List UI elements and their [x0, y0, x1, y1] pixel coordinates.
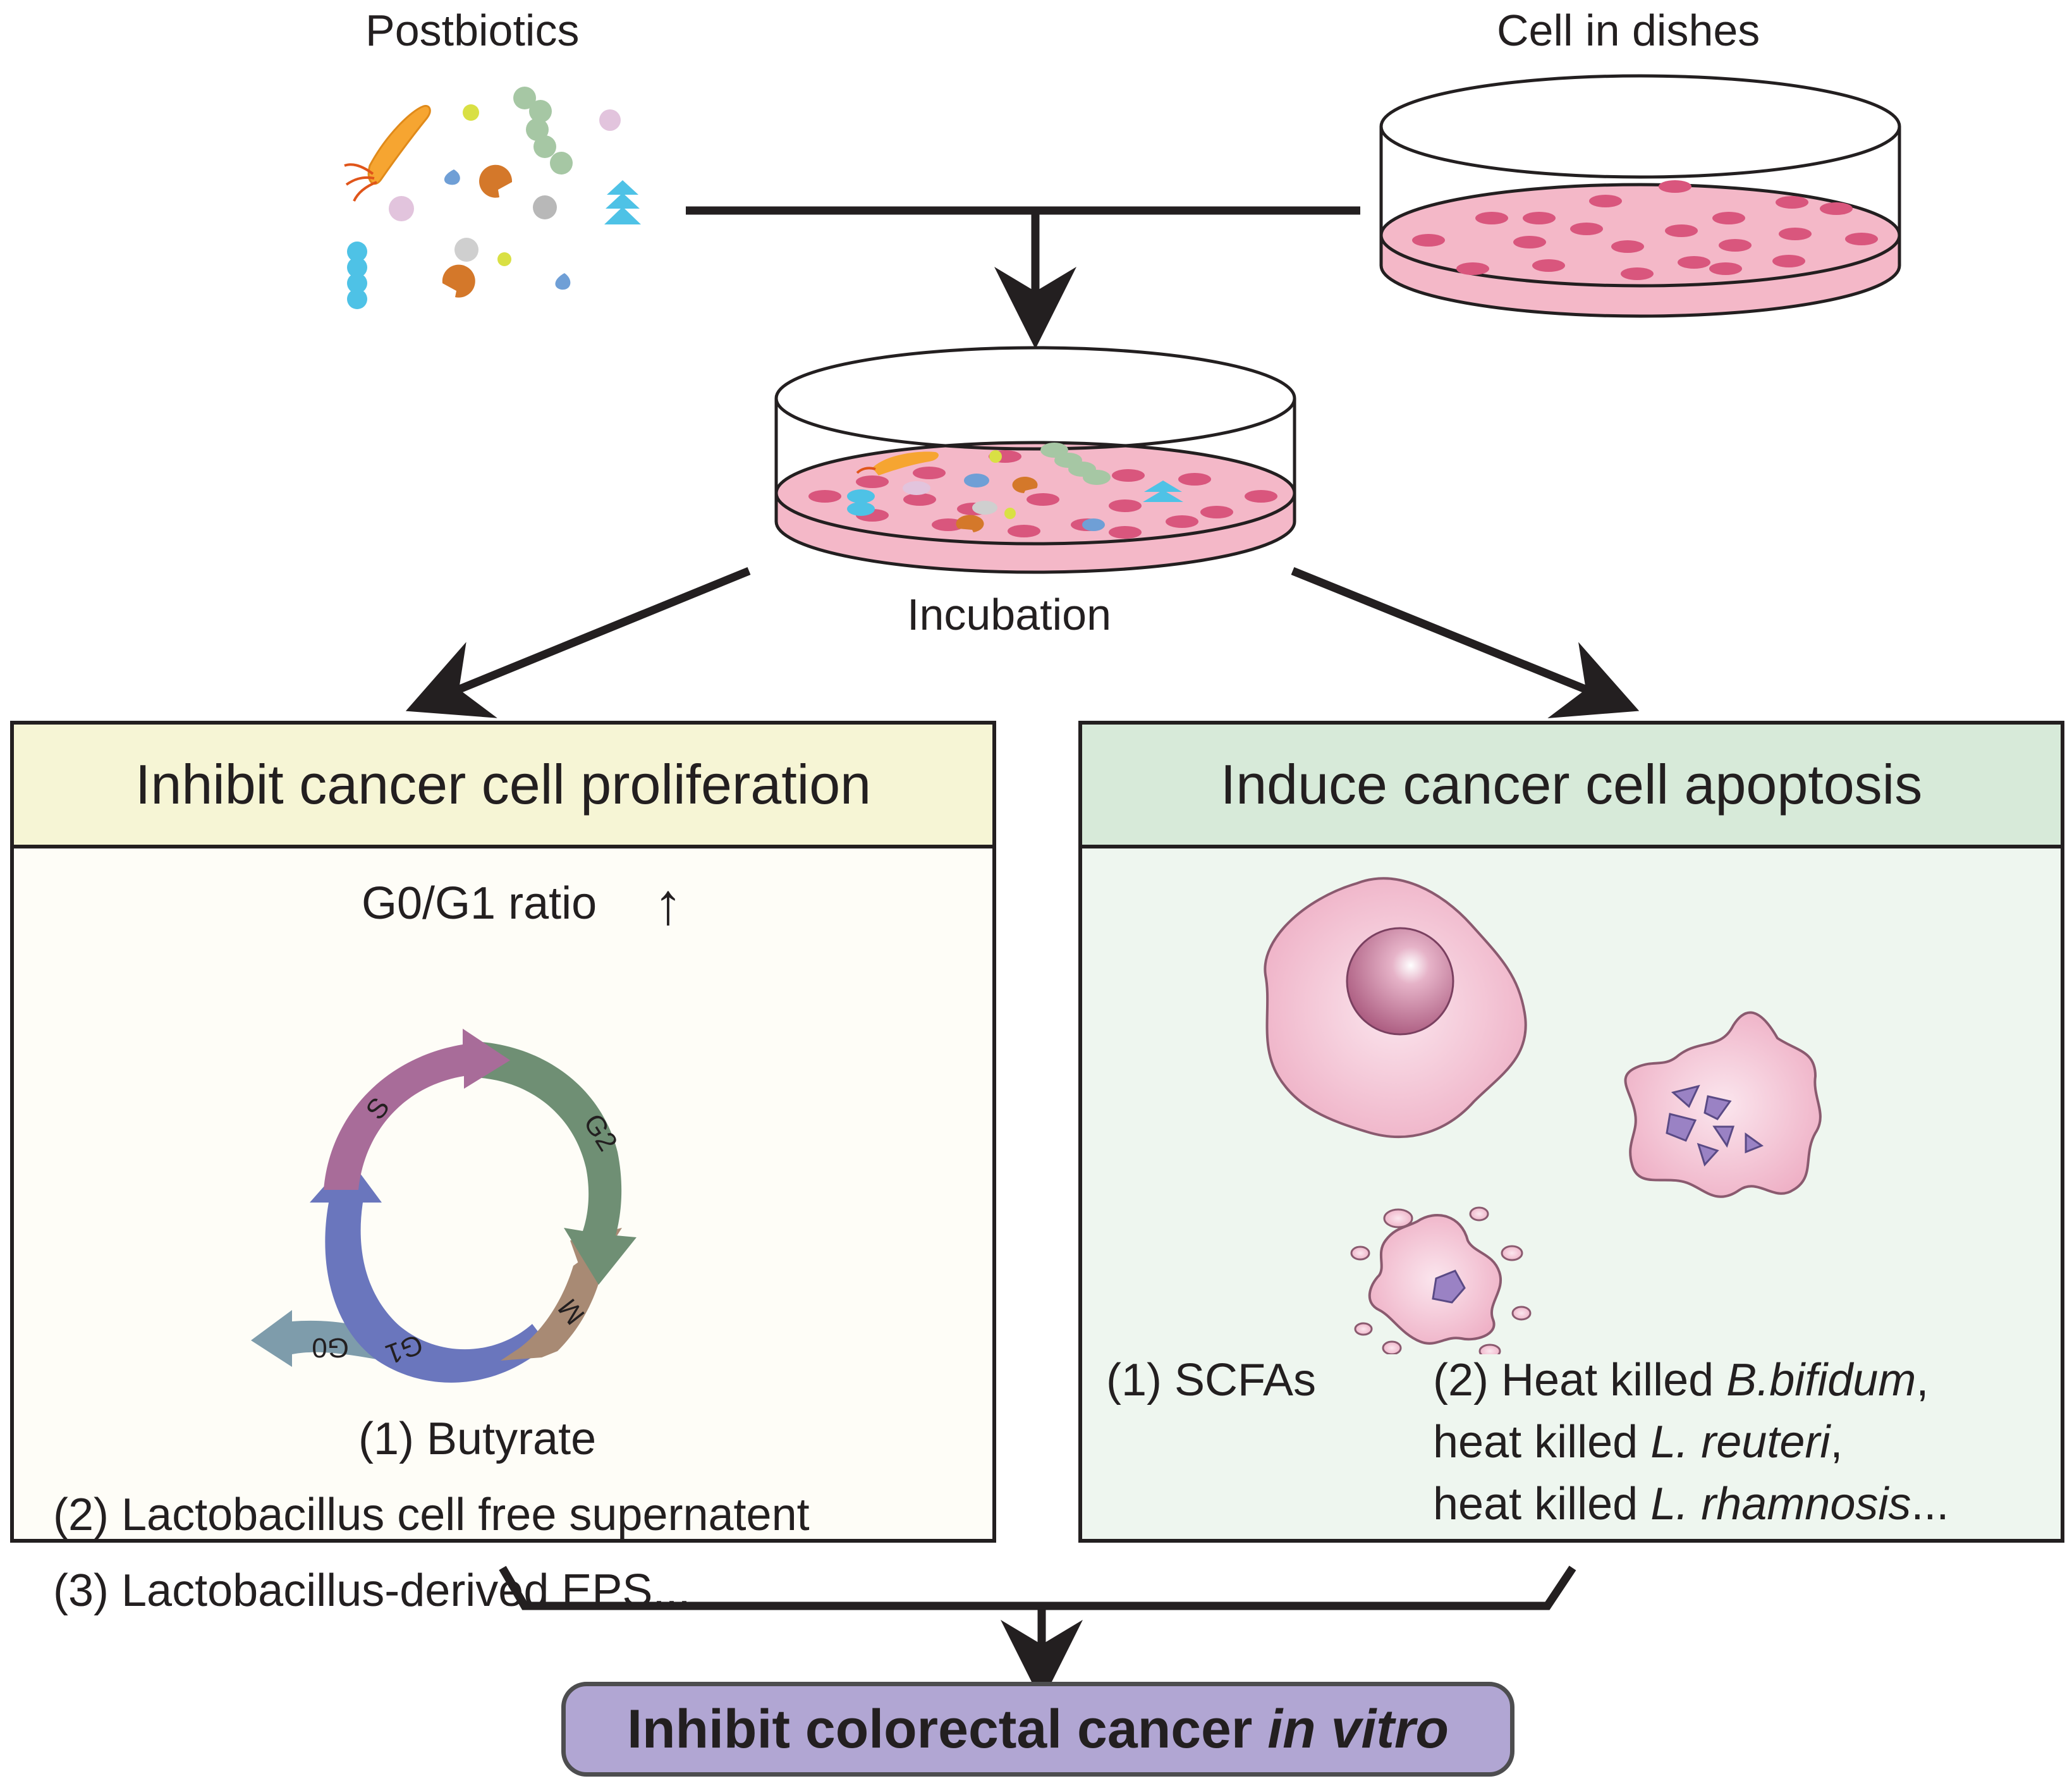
- postbiotics-illustration: [344, 87, 641, 309]
- apoptosis-panel-body: (1) SCFAs (2) Heat killed B.bifidum, hea…: [1082, 848, 2061, 1539]
- dish-cells: [1412, 180, 1878, 280]
- proliferation-panel: Inhibit cancer cell proliferation G0/G1 …: [10, 721, 996, 1616]
- proliferation-item-3: (3) Lactobacillus-derived EPS...: [53, 1565, 691, 1616]
- apoptosis-item-1: (1) SCFAs: [1106, 1355, 1317, 1405]
- proliferation-item-2: (2) Lactobacillus cell free supernatent: [53, 1490, 810, 1540]
- incubation-dish-icon: [774, 346, 1296, 574]
- phase-g0-label: G0: [312, 1332, 349, 1363]
- separator-1: ,: [1916, 1355, 1929, 1405]
- phase-g2-arrow: [472, 1041, 637, 1285]
- heat-killed-label-3: heat killed: [1433, 1479, 1651, 1529]
- phase-g1-arrow: [310, 1158, 548, 1383]
- proliferation-item-1: (1) Butyrate: [358, 1414, 597, 1464]
- apoptosis-panel: Induce cancer cell apoptosis: [1078, 721, 2064, 1543]
- heat-killed-label-2: heat killed: [1433, 1417, 1651, 1467]
- heat-killed-label-1: (2) Heat killed: [1433, 1355, 1727, 1405]
- g0-g1-ratio-label: G0/G1 ratio: [362, 878, 597, 929]
- separator-2: ,: [1830, 1417, 1843, 1467]
- result-text: Inhibit colorectal cancer: [627, 1698, 1268, 1760]
- species-l-reuteri: L. reuteri: [1650, 1417, 1831, 1467]
- g0-g1-ratio-text: G0/G1 ratio: [362, 878, 597, 929]
- species-l-rhamnosis: L. rhamnosis: [1650, 1479, 1911, 1529]
- result-box: Inhibit colorectal cancer in vitro: [561, 1682, 1514, 1777]
- apoptosis-item-2-line-1: (2) Heat killed B.bifidum,: [1433, 1354, 1929, 1406]
- incubation-label: Incubation: [907, 590, 1112, 639]
- phase-s-arrow: [324, 1029, 510, 1190]
- cell-cycle-diagram: S G2 M G1 G0: [251, 1029, 637, 1383]
- incubation-mix: [808, 443, 1277, 539]
- nucleus-icon: [1346, 927, 1454, 1036]
- apoptotic-cells-illustration: [1264, 877, 1822, 1354]
- bacterium-icon: [367, 104, 431, 185]
- ellipsis: ...: [1911, 1479, 1949, 1529]
- cells-in-dishes-label: Cell in dishes: [1497, 6, 1760, 55]
- proliferation-panel-title: Inhibit cancer cell proliferation: [14, 725, 992, 848]
- culture-dish-icon: [1379, 74, 1901, 318]
- apoptosis-item-2-line-3: heat killed L. rhamnosis...: [1433, 1478, 1949, 1530]
- increase-arrow-icon: ↑: [654, 872, 683, 936]
- species-b-bifidum: B.bifidum: [1726, 1355, 1917, 1405]
- result-italic-text: in vitro: [1267, 1698, 1449, 1760]
- apoptosis-panel-title: Induce cancer cell apoptosis: [1082, 725, 2061, 848]
- apoptosis-item-2-line-2: heat killed L. reuteri,: [1433, 1416, 1843, 1468]
- postbiotics-label: Postbiotics: [365, 6, 580, 55]
- proliferation-panel-body: G0/G1 ratio ↑ S G2 M G1 G0 (1) Butyrate …: [14, 848, 992, 1616]
